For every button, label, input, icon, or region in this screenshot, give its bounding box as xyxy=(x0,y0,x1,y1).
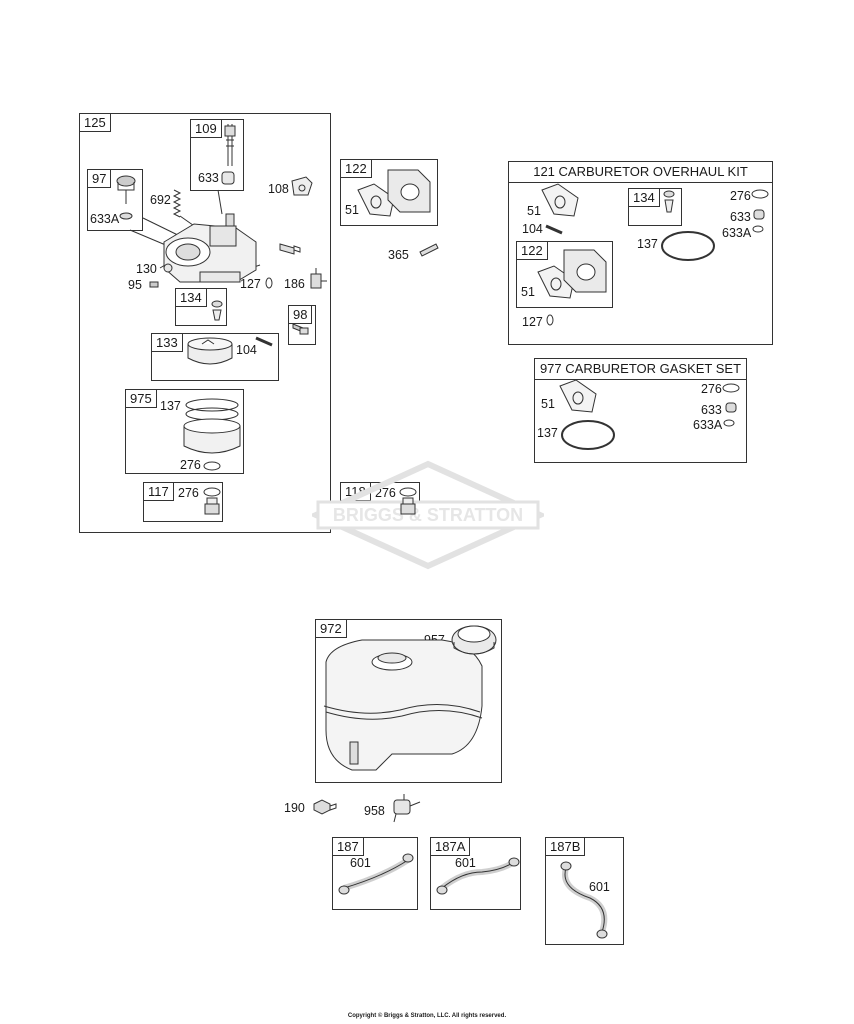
label-51: 51 xyxy=(345,203,359,217)
group-972-box xyxy=(315,619,502,783)
label-95: 95 xyxy=(128,278,142,292)
watermark-text: BRIGGS & STRATTON xyxy=(333,505,523,525)
gasket-label-633A: 633A xyxy=(693,418,723,432)
gasket-label-137: 137 xyxy=(537,426,558,440)
label-958: 958 xyxy=(364,804,385,818)
kit-label-104: 104 xyxy=(522,222,543,236)
kit-callout-122: 122 xyxy=(516,241,548,260)
kit-label-633A: 633A xyxy=(722,226,752,240)
label-276-117: 276 xyxy=(178,486,199,500)
label-633: 633 xyxy=(198,171,219,185)
assembly-group-125 xyxy=(79,113,331,533)
gasket-label-51: 51 xyxy=(541,397,555,411)
group-187-box xyxy=(332,837,418,910)
callout-117: 117 xyxy=(143,482,174,501)
callout-98: 98 xyxy=(288,305,313,324)
label-601-187A: 601 xyxy=(455,856,476,870)
kit-label-51: 51 xyxy=(527,204,541,218)
group-122-box xyxy=(340,159,438,226)
label-190: 190 xyxy=(284,801,305,815)
gasket-set-title: 977 CARBURETOR GASKET SET xyxy=(535,359,746,380)
fuel-fitting-icon xyxy=(313,799,337,815)
kit-label-127: 127 xyxy=(522,315,543,329)
overhaul-kit-box: 121 CARBURETOR OVERHAUL KIT xyxy=(508,161,773,345)
group-117-box xyxy=(143,482,223,522)
kit-label-51-inner: 51 xyxy=(521,285,535,299)
copyright-notice: Copyright © Briggs & Stratton, LLC. All … xyxy=(347,1013,507,1019)
label-130: 130 xyxy=(136,262,157,276)
callout-187A: 187A xyxy=(430,837,471,856)
callout-187: 187 xyxy=(332,837,364,856)
label-137: 137 xyxy=(160,399,181,413)
label-276: 276 xyxy=(180,458,201,472)
label-633A: 633A xyxy=(90,212,120,226)
label-692: 692 xyxy=(150,193,171,207)
gasket-set-box: 977 CARBURETOR GASKET SET xyxy=(534,358,747,463)
label-365: 365 xyxy=(388,248,409,262)
group-975-box xyxy=(125,389,244,474)
kit-label-137: 137 xyxy=(637,237,658,251)
gasket-label-276: 276 xyxy=(701,382,722,396)
label-127: 127 xyxy=(240,277,261,291)
brand-watermark: BRIGGS & STRATTON xyxy=(312,460,544,570)
callout-97: 97 xyxy=(87,169,112,188)
group-97-box xyxy=(87,169,143,231)
callout-122: 122 xyxy=(340,159,372,178)
shutoff-valve-icon xyxy=(393,794,421,823)
label-186: 186 xyxy=(284,277,305,291)
callout-134: 134 xyxy=(175,288,207,307)
kit-callout-134: 134 xyxy=(628,188,660,207)
callout-972: 972 xyxy=(315,619,347,638)
label-108: 108 xyxy=(268,182,289,196)
label-601-187B: 601 xyxy=(589,880,610,894)
label-104: 104 xyxy=(236,343,257,357)
kit-group-122-box xyxy=(516,241,613,308)
group-187A-box xyxy=(430,837,521,910)
kit-label-633: 633 xyxy=(730,210,751,224)
overhaul-kit-title: 121 CARBURETOR OVERHAUL KIT xyxy=(509,162,772,183)
callout-975: 975 xyxy=(125,389,157,408)
label-601-187: 601 xyxy=(350,856,371,870)
callout-133: 133 xyxy=(151,333,183,352)
group-133-box xyxy=(151,333,279,381)
callout-109: 109 xyxy=(190,119,222,138)
callout-125: 125 xyxy=(79,113,111,132)
label-276-118: 276 xyxy=(375,486,396,500)
kit-label-276: 276 xyxy=(730,189,751,203)
gasket-label-633: 633 xyxy=(701,403,722,417)
stud-icon xyxy=(419,243,439,257)
label-957: 957 xyxy=(424,633,445,647)
callout-187B: 187B xyxy=(545,837,586,856)
